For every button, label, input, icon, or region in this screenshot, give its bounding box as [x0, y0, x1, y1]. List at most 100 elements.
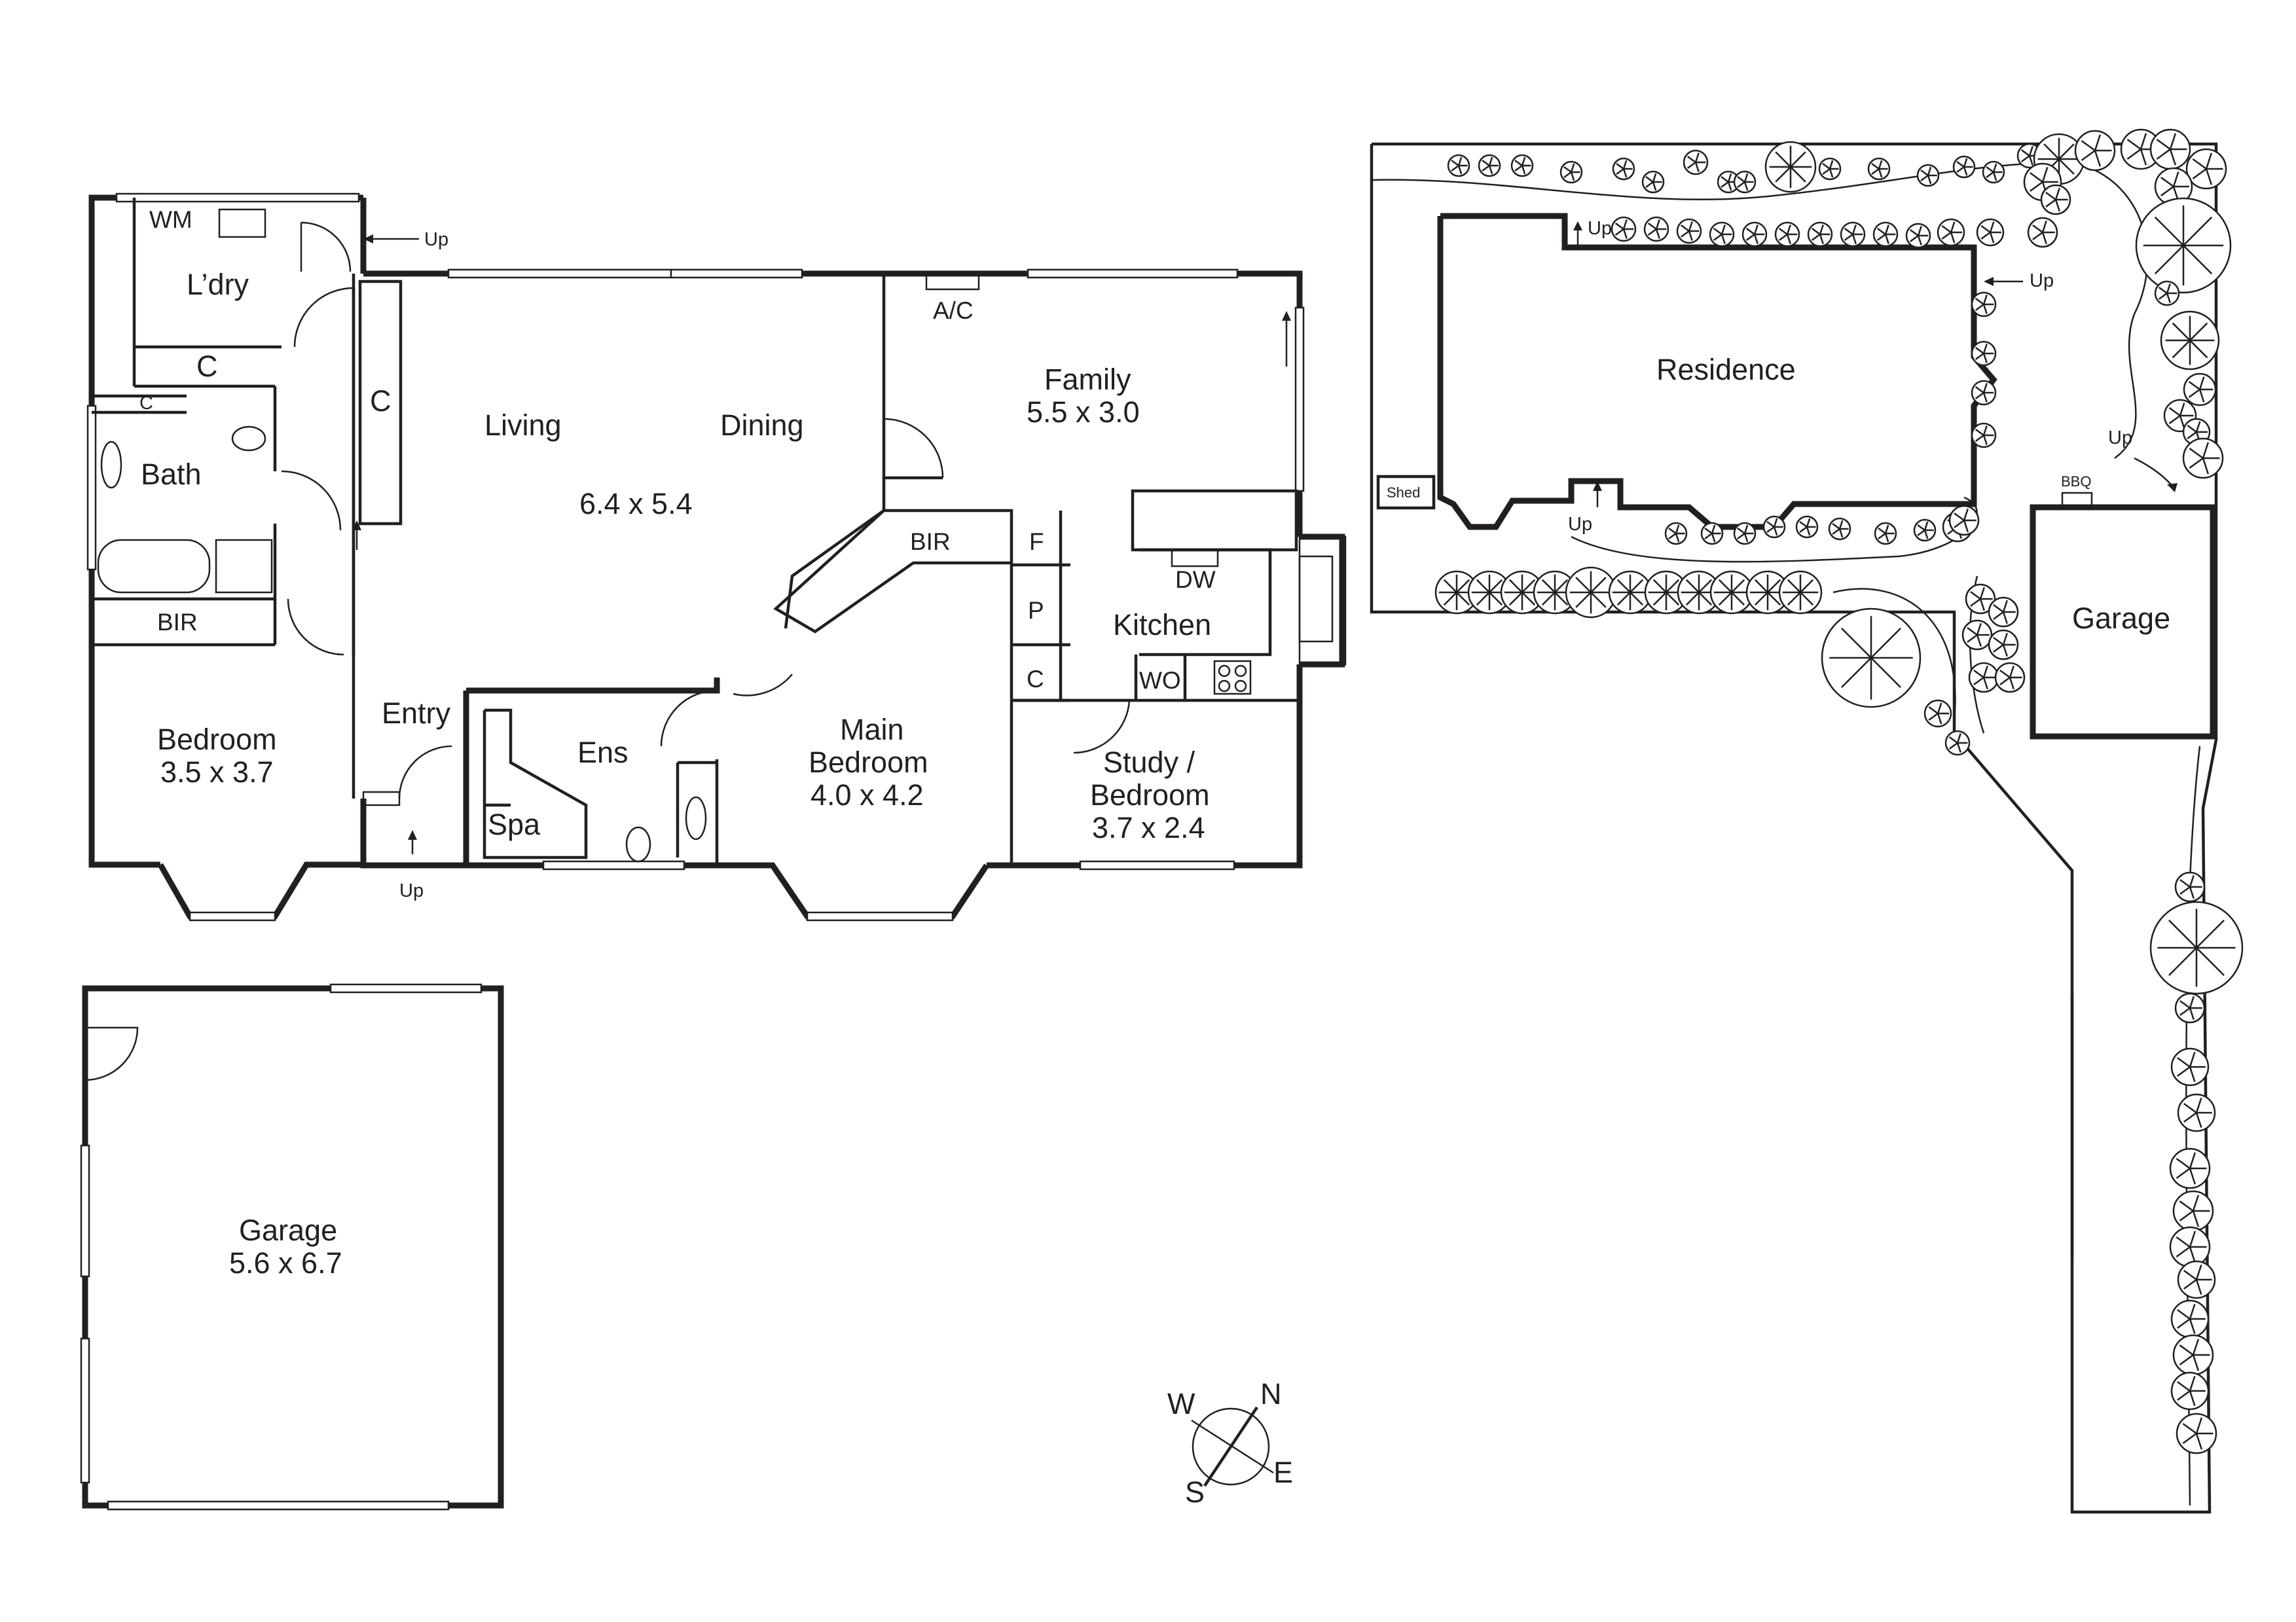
tree-branch: [1876, 233, 1886, 242]
tree-branch: [1745, 233, 1755, 242]
tree-branch: [2183, 245, 2213, 275]
tree-branch: [1666, 592, 1680, 606]
tree-branch: [1871, 162, 1880, 170]
tree-branch: [2002, 600, 2008, 613]
tree-branch: [1727, 181, 1732, 191]
tree-branch: [1876, 227, 1886, 236]
tree-branch: [1982, 435, 1988, 445]
tree-branch: [1775, 166, 1791, 183]
tree-branch: [1745, 227, 1755, 236]
fridge-label: F: [1029, 528, 1044, 555]
tree-branch: [2081, 149, 2096, 161]
garden-path: [1832, 588, 1956, 721]
tree-branch: [2183, 216, 2213, 246]
tree-branch: [1975, 391, 1984, 400]
wall-oven-label: WO: [1139, 667, 1181, 694]
laundry-up-label: Up: [424, 229, 448, 250]
site-up-4: Up: [2108, 427, 2132, 448]
tree-branch: [1622, 160, 1628, 170]
tree-branch: [1570, 163, 1575, 173]
tree-branch: [2168, 414, 2181, 425]
tree-branch: [1982, 392, 1988, 403]
tree-branch: [1841, 628, 1872, 658]
tree-branch: [1508, 579, 1523, 593]
tree-branch: [1614, 222, 1624, 230]
tree-branch: [1476, 579, 1490, 593]
compass: N E S W: [1167, 1377, 1293, 1509]
tree-branch: [1457, 165, 1463, 175]
tree-branch: [1766, 520, 1775, 528]
tree-branch: [1655, 219, 1660, 230]
tree-branch: [1456, 579, 1470, 593]
tree-branch: [2189, 340, 2208, 359]
sink-icon: [1298, 555, 1334, 643]
tree-branch: [2126, 148, 2141, 160]
tree-branch: [2179, 1200, 2194, 1212]
tree-branch: [1878, 168, 1883, 178]
bbq-icon: [2061, 492, 2093, 509]
tree-branch: [1451, 159, 1459, 167]
bath-label: Bath: [141, 458, 202, 491]
study-size: 3.7 x 2.4: [1092, 811, 1205, 844]
tree-branch: [1698, 592, 1713, 606]
tree-branch: [2177, 1066, 2191, 1077]
tree-branch: [1616, 168, 1624, 175]
tree-branch: [1456, 592, 1470, 606]
tree-branch: [2202, 458, 2210, 475]
tree-branch: [2179, 886, 2191, 895]
tree-branch: [1870, 628, 1901, 658]
tree-branch: [2058, 158, 2075, 175]
tree-branch: [2195, 1417, 2203, 1434]
tree-branch: [1786, 234, 1791, 244]
tree-branch: [1698, 579, 1713, 593]
tree-branch: [2045, 191, 2056, 201]
tree-branch: [2081, 140, 2096, 152]
tree-branch: [1522, 592, 1536, 606]
tree-branch: [2168, 920, 2197, 948]
bedroom-size: 3.5 x 3.7: [160, 755, 274, 789]
tree-branch: [2195, 1112, 2202, 1128]
tree-branch: [2032, 224, 2043, 234]
tree-branch: [2002, 611, 2008, 624]
tree-branch: [1989, 232, 1995, 243]
basin-icon: [100, 441, 122, 489]
doors: [281, 221, 1131, 799]
tree-branch: [1778, 233, 1788, 242]
tree-branch: [1694, 162, 1700, 172]
tree-branch: [1790, 151, 1806, 168]
tree-branch: [1645, 175, 1654, 183]
tree-branch: [1979, 598, 1985, 611]
tree-branch: [1686, 155, 1696, 164]
site-garage-footprint: [2030, 504, 2216, 740]
tree-branch: [2094, 150, 2102, 167]
tree-branch: [1941, 225, 1952, 234]
tree-branch: [1948, 742, 1958, 750]
tree-branch: [1973, 676, 1984, 686]
tree-branch: [1711, 524, 1716, 534]
tree-branch: [1941, 231, 1952, 240]
tree-branch: [1917, 226, 1922, 236]
tree-branch: [1970, 590, 1981, 600]
ensuite-basin-icon: [685, 796, 707, 840]
compass-icon: [1192, 1407, 1270, 1486]
tree-branch: [1963, 158, 1968, 168]
tree-branch: [1841, 657, 1872, 688]
tree-branch: [1521, 156, 1526, 166]
tree-branch: [2045, 198, 2056, 208]
compass-e: E: [1273, 1456, 1293, 1489]
tree-branch: [2002, 644, 2008, 657]
tree-branch: [1982, 677, 1988, 690]
tree-branch: [2166, 283, 2171, 294]
site-garage-label: Garage: [2072, 602, 2170, 635]
tree-branch: [1799, 520, 1808, 528]
tree-branch: [1652, 181, 1657, 191]
tree-branch: [2154, 216, 2184, 246]
tree-branch: [2156, 139, 2171, 151]
tree-branch: [1992, 163, 1997, 173]
tree-branch: [1647, 222, 1657, 230]
tree-branch: [1668, 527, 1677, 535]
tree-branch: [2032, 231, 2043, 241]
washing-machine-icon: [218, 208, 266, 238]
tree-branch: [1685, 592, 1700, 606]
tree-branch: [2168, 947, 2197, 976]
